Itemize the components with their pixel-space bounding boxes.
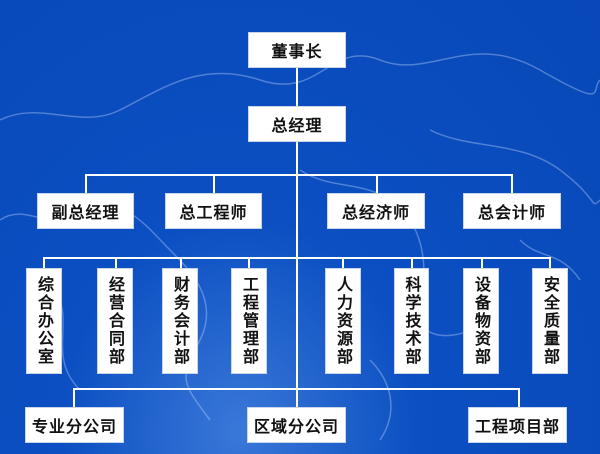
department-box[interactable]: 设备物资部 xyxy=(463,268,499,374)
drop xyxy=(43,257,45,268)
drop xyxy=(180,257,182,268)
departments-bus xyxy=(43,257,551,259)
department-box[interactable]: 安全质量部 xyxy=(532,268,568,374)
chief-engineer-box[interactable]: 总工程师 xyxy=(165,193,262,229)
department-box[interactable]: 人力资源部 xyxy=(325,268,361,374)
drop xyxy=(115,257,117,268)
department-box[interactable]: 工程管理部 xyxy=(231,268,267,374)
connector-chairman-gm xyxy=(296,68,298,106)
chairman-box[interactable]: 董事长 xyxy=(248,32,346,68)
specialty-branch-box[interactable]: 专业分公司 xyxy=(25,407,124,443)
general-manager-box[interactable]: 总经理 xyxy=(248,106,346,142)
drop xyxy=(85,174,87,193)
deputy-general-manager-box[interactable]: 副总经理 xyxy=(37,193,134,229)
drop xyxy=(549,257,551,268)
department-box[interactable]: 科学技术部 xyxy=(394,268,429,374)
department-box[interactable]: 经营合同部 xyxy=(97,268,133,374)
drop xyxy=(518,388,520,407)
chief-accountant-box[interactable]: 总会计师 xyxy=(463,193,561,229)
drop xyxy=(342,257,344,268)
drop xyxy=(481,257,483,268)
department-box[interactable]: 综合办公室 xyxy=(26,268,62,374)
department-box[interactable]: 财务会计部 xyxy=(162,268,198,374)
regional-branch-box[interactable]: 区域分公司 xyxy=(247,407,346,443)
branches-bus xyxy=(73,388,520,390)
project-department-box[interactable]: 工程项目部 xyxy=(468,407,567,443)
drop xyxy=(248,257,250,268)
drop xyxy=(73,388,75,407)
drop xyxy=(376,174,378,193)
drop xyxy=(511,174,513,193)
deputies-bus xyxy=(85,174,513,176)
chief-economist-box[interactable]: 总经济师 xyxy=(327,193,425,229)
drop xyxy=(213,174,215,193)
drop xyxy=(411,257,413,268)
trunk-line xyxy=(296,142,298,407)
